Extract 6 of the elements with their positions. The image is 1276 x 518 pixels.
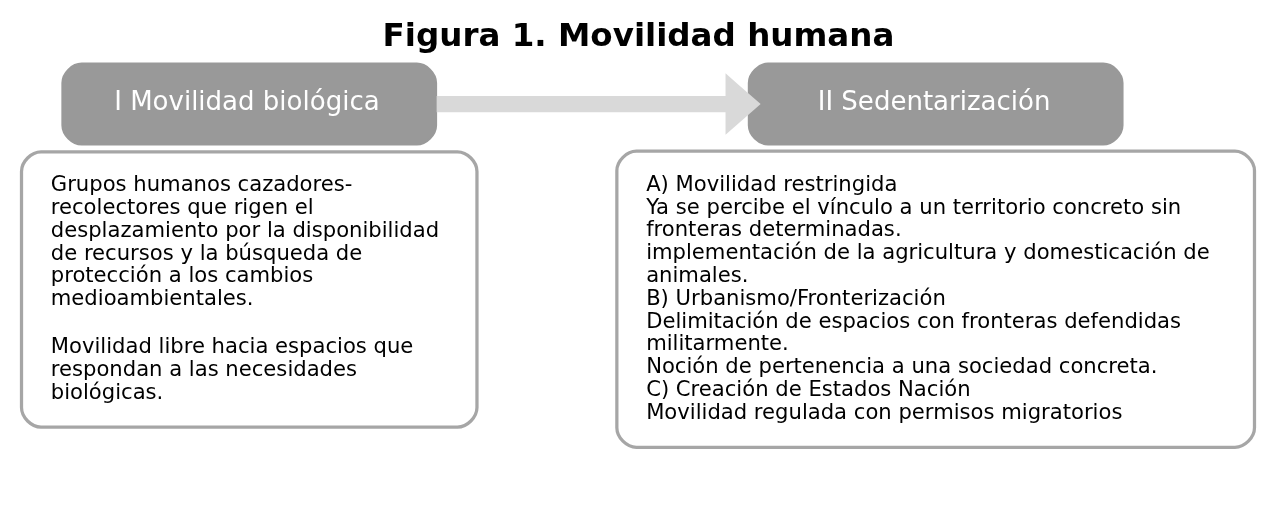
- node-box: Grupos humanos cazadores-recolectores que rigen el desplazamiento por la disponibilidad de recursos y la búsqueda de protección a los cambios medioambientales. Movilidad libre hacia espacios que respondan a las necesidades biológicas.: [19, 150, 479, 429]
- node-box: II Sedentarización: [747, 62, 1124, 146]
- node-box: A) Movilidad restringida Ya se percibe el vínculo a un territorio concreto sin fronteras determinadas. implementación de la agricultura y domesticación de animales. B) Urbanismo/Fronterización Delimitación de espacios con fronteras defendidas militarmente. Noción de pertenencia a una sociedad concreta. C) Creación de Estados Nación Movilidad regulada con permisos migratorios: [615, 149, 1257, 449]
- node-box: I Movilidad biológica: [61, 62, 438, 146]
- diagram-title: Figura 1. Movilidad humana: [382, 15, 895, 54]
- arrow: [436, 73, 761, 135]
